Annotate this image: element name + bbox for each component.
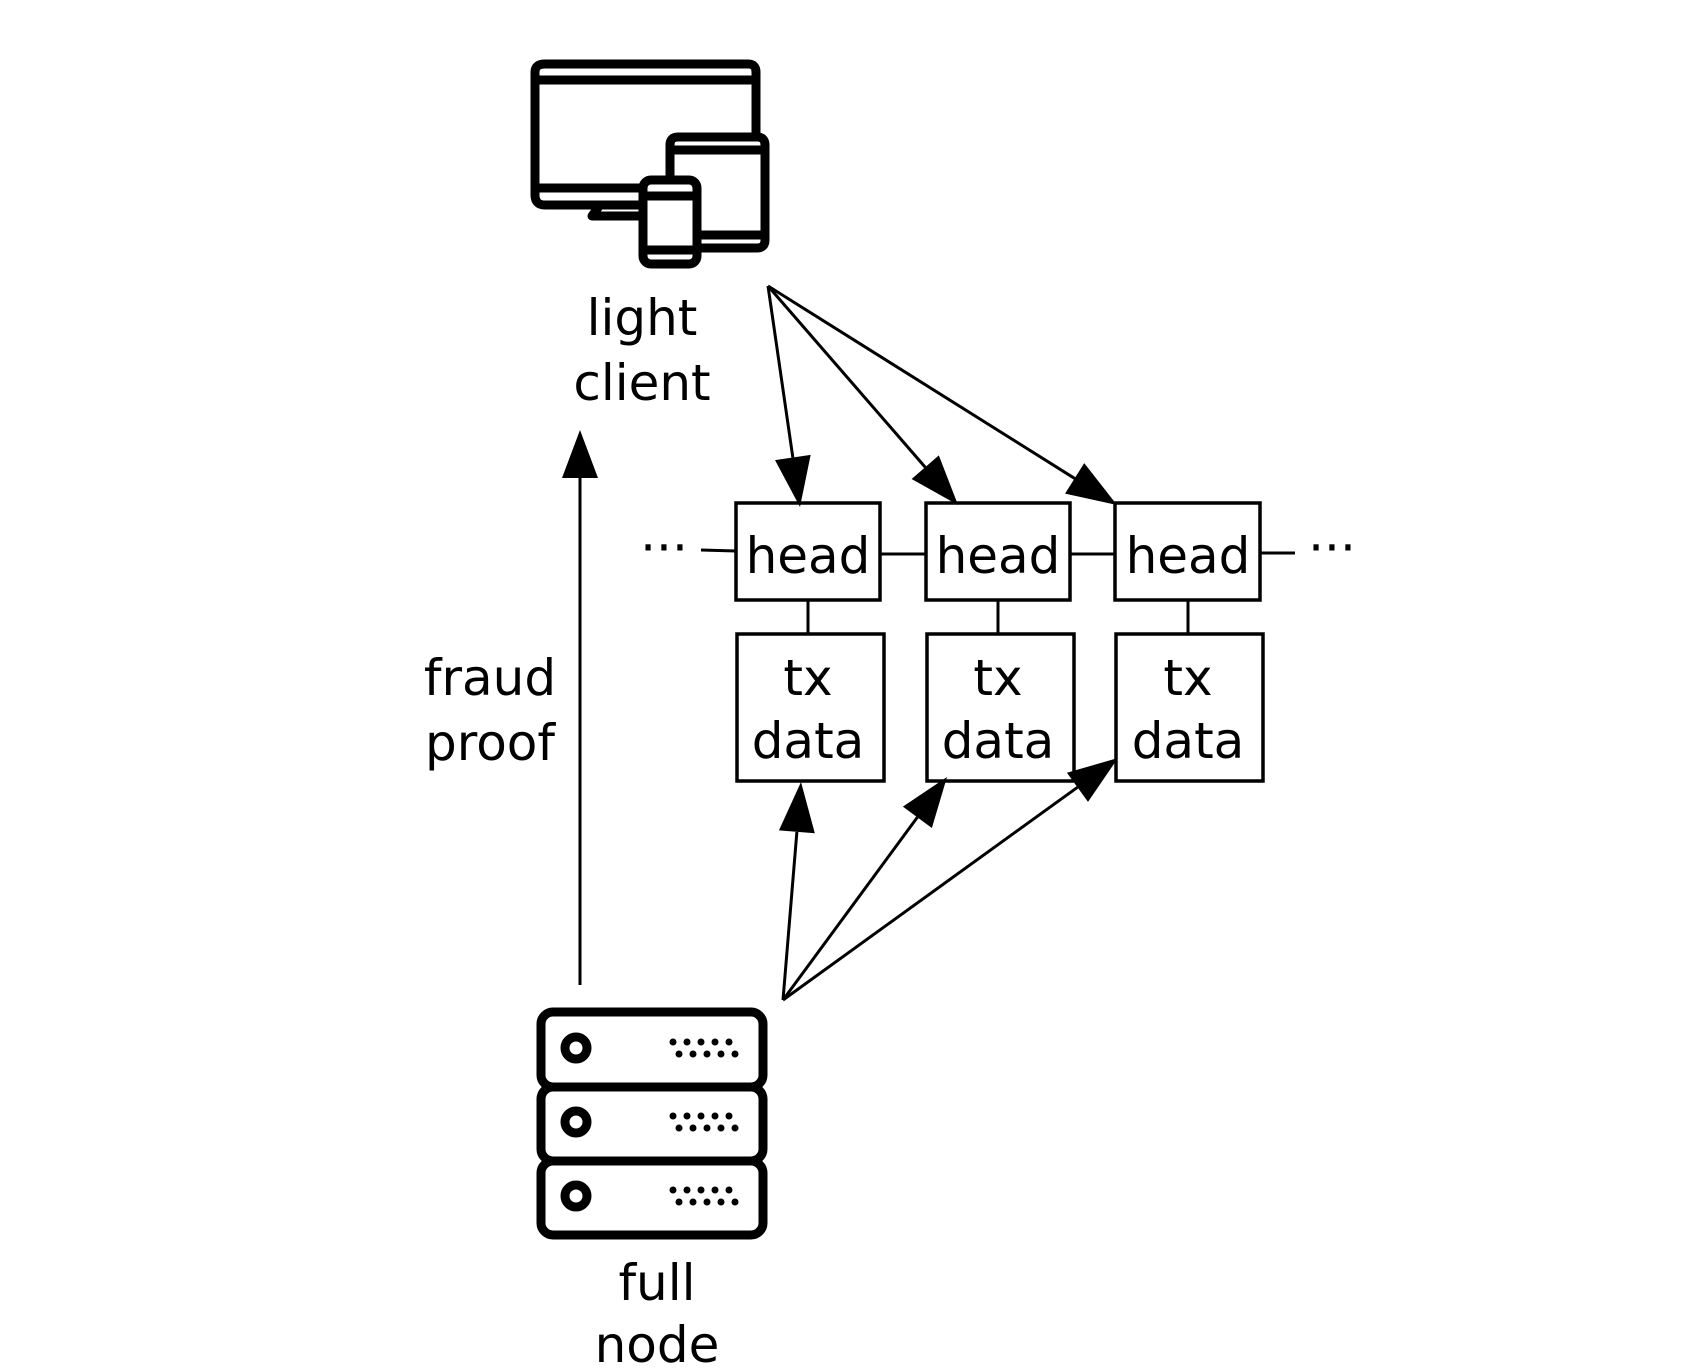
monitor-shape — [530, 59, 761, 210]
block-0: head tx data — [734, 501, 886, 783]
arrowhead-light-client-to-block-1-header — [911, 455, 958, 505]
block-0-header-label: head — [746, 527, 871, 585]
full-node-label-line2: node — [595, 1316, 720, 1368]
full-node-label-line1: full — [618, 1254, 695, 1312]
arrowhead-full-node-to-block-0-data — [778, 782, 815, 834]
arrow-line-light-client-to-block-0-header — [766, 285, 795, 458]
block-1-header-box — [924, 501, 1072, 602]
server-vent-dot — [683, 1186, 691, 1194]
server-vent-dot — [675, 1198, 683, 1206]
server-vent-dot — [725, 1186, 733, 1194]
arrow-line-full-node-to-block-1-data — [781, 816, 919, 1001]
light-client-label-line1: light — [587, 289, 698, 347]
arrowhead-light-client-to-block-0-header — [775, 454, 811, 507]
block-0-data-label-line2: data — [752, 712, 865, 770]
arrowhead-full-node-to-block-2-data — [1066, 758, 1118, 802]
server-vent-dot — [669, 1186, 677, 1194]
server-vent-dot — [717, 1124, 725, 1132]
block-1: head tx data — [924, 501, 1076, 783]
block-1-data-box — [925, 632, 1076, 783]
server-vent-dot — [689, 1198, 697, 1206]
server-vent-dots — [669, 1038, 739, 1206]
fraud-proof-arrow — [562, 430, 598, 985]
server-vent-dot — [703, 1124, 711, 1132]
block-0-data-label-line1: tx — [783, 649, 832, 707]
chain-ellipsis-left: ··· — [640, 519, 688, 577]
block-1-data-label-line2: data — [942, 712, 1055, 770]
server-vent-dot — [669, 1112, 677, 1120]
server-vent-dot — [669, 1038, 677, 1046]
block-0-data-box — [735, 632, 886, 783]
server-vent-dot — [711, 1112, 719, 1120]
server-unit-2 — [536, 1082, 768, 1166]
block-1-header-label: head — [936, 527, 1061, 585]
server-vent-dot — [717, 1050, 725, 1058]
monitor-stand — [587, 202, 643, 221]
arrowhead-light-client-to-block-2-header — [1065, 463, 1117, 505]
server-light-2 — [560, 1106, 592, 1138]
arrow-line-light-client-to-block-1-header — [766, 285, 927, 469]
server-icon — [536, 1007, 768, 1240]
block-1-data-label-line1: tx — [973, 649, 1022, 707]
fraud-proof-label-line2: proof — [425, 714, 556, 772]
server-light-1 — [560, 1032, 592, 1064]
server-vent-dot — [675, 1050, 683, 1058]
block-2: head tx data — [1113, 501, 1265, 783]
server-vent-dot — [725, 1038, 733, 1046]
arrows-group — [766, 284, 1118, 1002]
block-2-data-label-line1: tx — [1163, 649, 1212, 707]
chain-ellipsis-right: ··· — [1308, 519, 1356, 577]
server-unit-3 — [536, 1156, 768, 1240]
phone-shape — [638, 175, 702, 269]
server-vent-dot — [703, 1050, 711, 1058]
arrow-line-full-node-to-block-2-data — [782, 786, 1079, 1002]
server-vent-dot — [683, 1038, 691, 1046]
server-vent-dot — [731, 1198, 739, 1206]
server-vent-dot — [675, 1124, 683, 1132]
block-2-data-box — [1114, 632, 1265, 783]
arrowhead-full-node-to-block-1-data — [902, 777, 947, 828]
server-vent-dot — [697, 1038, 705, 1046]
server-vent-dot — [717, 1198, 725, 1206]
arrow-line-full-node-to-block-0-data — [781, 831, 799, 1001]
server-vent-dot — [683, 1112, 691, 1120]
server-vent-dot — [703, 1198, 711, 1206]
arrow-line-light-client-to-block-2-header — [767, 284, 1076, 480]
tablet-shape — [665, 132, 770, 253]
fraud-proof-label-line1: fraud — [424, 649, 556, 707]
chain-link-left — [700, 548, 737, 553]
server-vent-dot — [725, 1112, 733, 1120]
fraud-proof-arrowhead — [562, 430, 598, 478]
devices-icon — [530, 59, 770, 269]
server-vent-dot — [689, 1050, 697, 1058]
server-vent-dot — [697, 1186, 705, 1194]
server-vent-dot — [697, 1112, 705, 1120]
block-0-header-box — [734, 501, 882, 602]
block-2-header-label: head — [1126, 527, 1251, 585]
server-vent-dot — [731, 1124, 739, 1132]
server-vent-dot — [731, 1050, 739, 1058]
block-2-data-label-line2: data — [1132, 712, 1245, 770]
light-client-label-line2: client — [573, 354, 710, 412]
server-vent-dot — [711, 1038, 719, 1046]
server-light-3 — [560, 1180, 592, 1212]
server-vent-dot — [711, 1186, 719, 1194]
server-vent-dot — [689, 1124, 697, 1132]
server-unit-1 — [536, 1007, 768, 1092]
